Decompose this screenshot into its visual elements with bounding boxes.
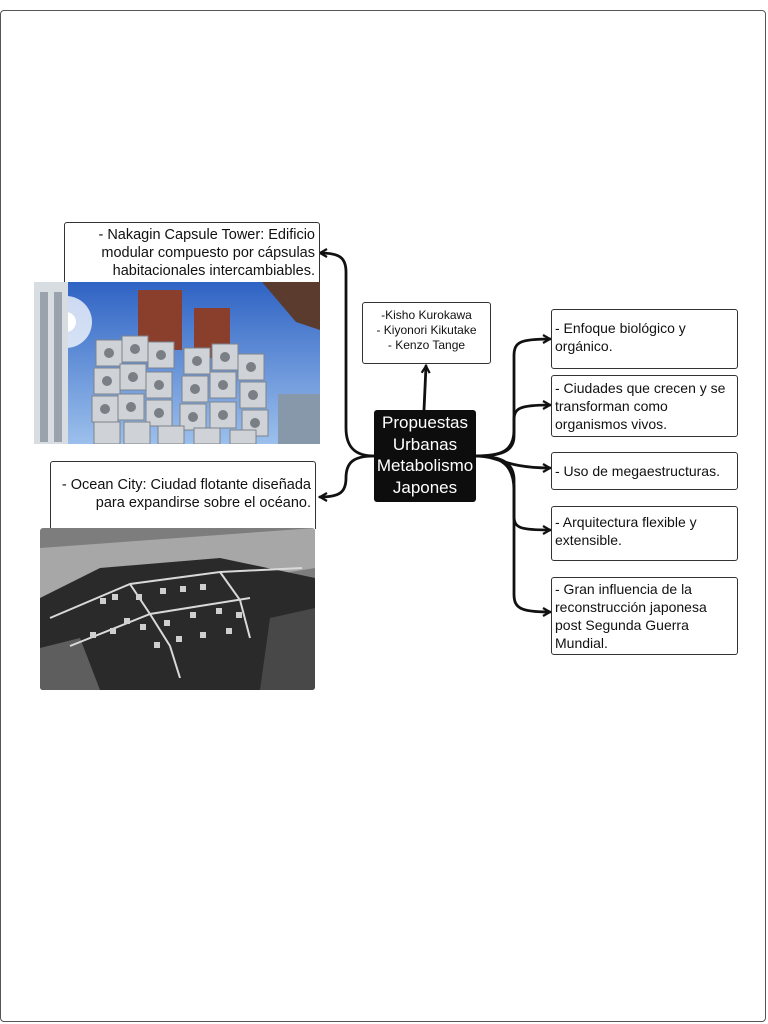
- characteristic-text: - Gran influencia de la reconstrucción j…: [555, 581, 707, 651]
- page-frame: [0, 10, 766, 1022]
- example-ocean-city: - Ocean City: Ciudad flotante diseñada p…: [50, 461, 316, 529]
- arrow-to-nakagin: [320, 253, 376, 458]
- central-topic: Propuestas Urbanas Metabolismo Japones: [374, 410, 476, 502]
- architects-box: -Kisho Kurokawa - Kiyonori Kikutake - Ke…: [362, 302, 491, 364]
- example-text: - Nakagin Capsule Tower: Edificio modula…: [98, 227, 315, 279]
- architect-name: - Kenzo Tange: [387, 338, 466, 352]
- central-topic-line: Metabolismo: [376, 456, 474, 475]
- central-topic-line: Propuestas: [382, 413, 468, 432]
- architect-name: - Kiyonori Kikutake: [376, 323, 477, 337]
- characteristic-box: - Gran influencia de la reconstrucción j…: [551, 577, 738, 655]
- characteristic-text: - Uso de megaestructuras.: [555, 463, 720, 479]
- characteristic-text: - Arquitectura flexible y extensible.: [555, 514, 697, 548]
- characteristic-text: - Enfoque biológico y orgánico.: [555, 320, 686, 354]
- characteristic-box: - Ciudades que crecen y se transforman c…: [551, 375, 738, 437]
- characteristic-text: - Ciudades que crecen y se transforman c…: [555, 380, 726, 432]
- example-text: - Ocean City: Ciudad flotante diseñada p…: [61, 477, 311, 511]
- arrow-to-char-5: [474, 454, 550, 612]
- central-topic-line: Urbanas: [392, 434, 458, 454]
- example-nakagin: - Nakagin Capsule Tower: Edificio modula…: [64, 222, 320, 282]
- ocean-city-model-photo: [40, 528, 315, 690]
- arrow-to-ocean-city: [320, 454, 376, 497]
- characteristic-box: - Arquitectura flexible y extensible.: [551, 506, 738, 561]
- central-topic-line: Japones: [392, 477, 458, 497]
- nakagin-capsule-tower-photo: [34, 282, 320, 444]
- arrow-to-architects: [424, 366, 426, 412]
- arrow-to-char-2: [474, 405, 550, 458]
- architect-name: -Kisho Kurokawa: [381, 308, 472, 322]
- characteristic-box: - Enfoque biológico y orgánico.: [551, 309, 738, 369]
- characteristic-box: - Uso de megaestructuras.: [551, 452, 738, 490]
